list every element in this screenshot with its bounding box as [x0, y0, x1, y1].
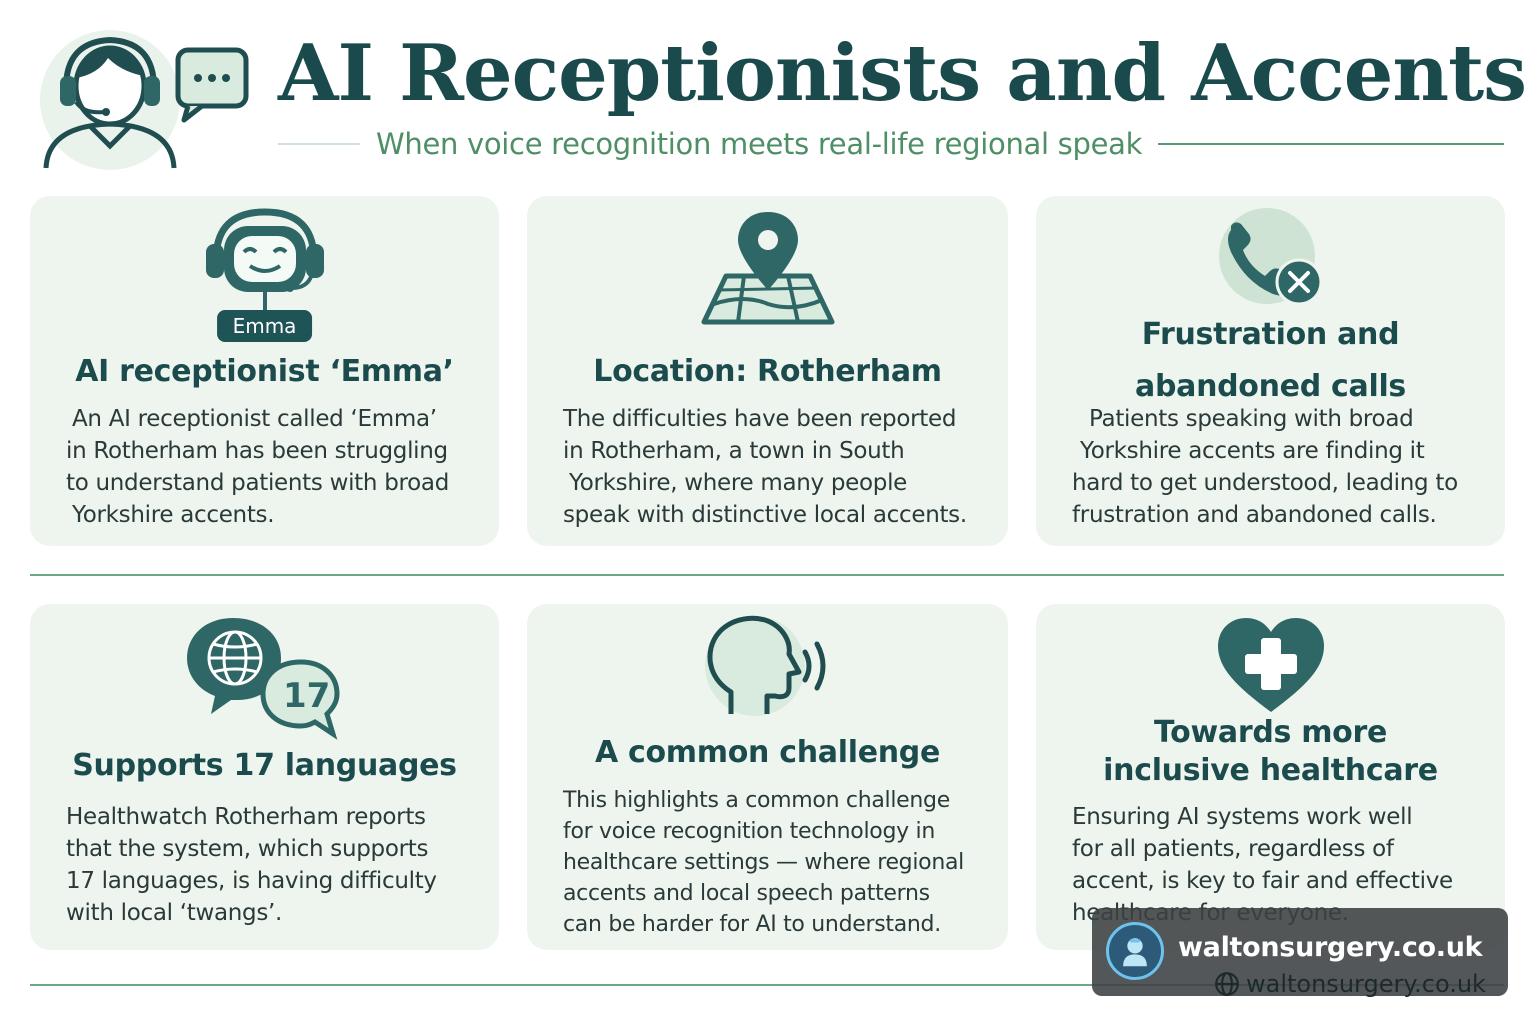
- watermark-site: waltonsurgery.co.uk: [1178, 932, 1483, 963]
- title-line: Frustration and: [1141, 317, 1400, 352]
- globe-icon: [1215, 972, 1239, 996]
- card-location: Location: Rotherham The difficulties hav…: [527, 196, 1008, 546]
- card-body: This highlights a common challenge for v…: [563, 785, 1003, 940]
- body-line: with local ‘twangs’.: [66, 900, 283, 926]
- body-line: can be harder for AI to understand.: [563, 912, 941, 937]
- subtitle-row: When voice recognition meets real-life r…: [278, 124, 1504, 164]
- card-title: Frustration and abandoned calls: [1036, 316, 1505, 406]
- card-title: A common challenge: [594, 735, 941, 770]
- body-line: Yorkshire accents.: [72, 502, 275, 528]
- card-frustration: Frustration and abandoned calls Patients…: [1036, 196, 1505, 546]
- watermark-site-secondary: waltonsurgery.co.uk: [1214, 970, 1486, 998]
- body-line: Patients speaking with broad: [1089, 406, 1414, 432]
- title-line: abandoned calls: [1135, 369, 1406, 404]
- card-title: Supports 17 languages: [72, 748, 457, 783]
- card-body: Patients speaking with broad Yorkshire a…: [1072, 403, 1502, 531]
- card-body: The difficulties have been reported in R…: [563, 403, 1003, 531]
- card-languages: 17 Supports 17 languages Healthwatch Rot…: [30, 604, 499, 950]
- speaking-head-icon: [704, 615, 825, 716]
- body-line: Healthwatch Rotherham reports: [66, 804, 426, 830]
- card-title: AI receptionist ‘Emma’: [75, 354, 454, 389]
- watermark-sub-text: waltonsurgery.co.uk: [1246, 970, 1486, 998]
- person-silhouette-icon: [1123, 938, 1147, 967]
- watermark-overlay: waltonsurgery.co.uk: [1092, 908, 1508, 996]
- robot-headset-icon: [205, 208, 324, 292]
- surgery-logo-icon: [1106, 922, 1164, 980]
- body-line: The difficulties have been reported: [563, 406, 957, 432]
- card-title: Location: Rotherham: [593, 354, 942, 389]
- subtitle-rule-left: [278, 143, 360, 145]
- page-title: AI Receptionists and Accents: [278, 28, 1527, 119]
- body-line: healthcare settings — where regional: [563, 850, 964, 875]
- body-line: Yorkshire, where many people: [569, 470, 908, 496]
- title-line: inclusive healthcare: [1103, 753, 1438, 788]
- card-body: An AI receptionist called ‘Emma’ in Roth…: [66, 403, 486, 531]
- card-ai-receptionist: Emma AI receptionist ‘Emma’ An AI recept…: [30, 196, 499, 546]
- body-line: in Rotherham, a town in South: [563, 438, 905, 464]
- phone-cancel-icon: [1218, 208, 1322, 306]
- map-pin-icon: [701, 212, 834, 325]
- title-line: Towards more: [1153, 715, 1388, 750]
- robot-neck: [262, 290, 267, 310]
- page-subtitle: When voice recognition meets real-life r…: [376, 127, 1143, 161]
- body-line: This highlights a common challenge: [563, 788, 950, 813]
- body-line: An AI receptionist called ‘Emma’: [72, 406, 437, 432]
- card-title: Towards more inclusive healthcare: [1036, 714, 1505, 790]
- heart-cross-icon: [1217, 618, 1324, 712]
- subtitle-rule-right: [1158, 143, 1504, 145]
- body-line: in Rotherham has been struggling: [66, 438, 448, 464]
- body-line: to understand patients with broad: [66, 470, 450, 496]
- body-line: accents and local speech patterns: [563, 881, 930, 906]
- body-line: Yorkshire accents are finding it: [1080, 438, 1425, 464]
- body-line: hard to get understood, leading to: [1072, 470, 1458, 496]
- emma-badge: Emma: [216, 310, 313, 342]
- body-line: 17 languages, is having difficulty: [66, 868, 437, 894]
- globe-chat-icon: [186, 618, 340, 740]
- section-divider: [30, 574, 1504, 576]
- bottom-divider: [30, 984, 1504, 986]
- card-inclusive-healthcare: Towards more inclusive healthcare Ensuri…: [1036, 604, 1505, 950]
- body-line: frustration and abandoned calls.: [1072, 502, 1437, 528]
- body-line: speak with distinctive local accents.: [563, 502, 967, 528]
- languages-count-badge: 17: [283, 676, 331, 716]
- receptionist-headset-icon: [40, 30, 249, 170]
- body-line: accent, is key to fair and effective: [1072, 868, 1453, 894]
- body-line: that the system, which supports: [66, 836, 429, 862]
- card-common-challenge: A common challenge This highlights a com…: [527, 604, 1008, 950]
- card-body: Healthwatch Rotherham reports that the s…: [66, 801, 496, 929]
- body-line: Ensuring AI systems work well: [1072, 804, 1413, 830]
- body-line: for all patients, regardless of: [1072, 836, 1394, 862]
- body-line: for voice recognition technology in: [563, 819, 935, 844]
